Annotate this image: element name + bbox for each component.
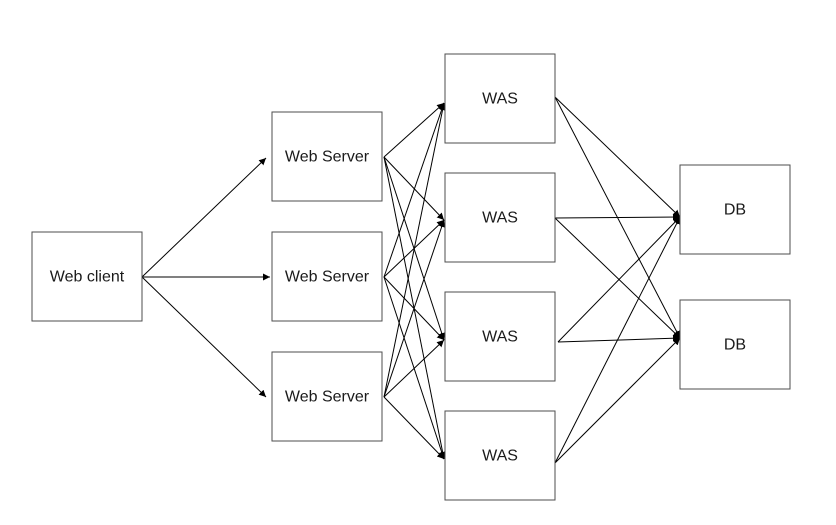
node-web-server-3-label: Web Server	[285, 389, 370, 406]
node-web-server-3[interactable]: Web Server	[271, 351, 383, 442]
node-web-server-2-label: Web Server	[285, 269, 370, 286]
node-was-1-label: WAS	[482, 91, 518, 108]
arrow-was4-to-db1	[554, 216, 681, 464]
node-was-4-label: WAS	[482, 448, 518, 465]
node-web-server-2-box	[271, 231, 383, 322]
node-web-server-3-box	[271, 351, 383, 442]
node-was-3-box	[444, 291, 556, 382]
node-was-2[interactable]: WAS	[444, 172, 556, 263]
node-was-4[interactable]: WAS	[444, 410, 556, 501]
arrow-ws3-to-was4	[383, 396, 445, 460]
node-was-4-box	[444, 410, 556, 501]
arrow-ws1-to-was1	[383, 102, 445, 158]
arrow-ws3-to-was1	[383, 102, 447, 398]
arrow-was2-to-db2	[554, 217, 681, 339]
node-web-server-2[interactable]: Web Server	[271, 231, 383, 322]
node-was-1-box	[444, 53, 556, 144]
node-db-2-label: DB	[724, 337, 746, 354]
node-web-server-1-label: Web Server	[285, 149, 370, 166]
arrow-was3-to-db1	[557, 216, 681, 343]
arrow-was4-to-db2	[554, 337, 681, 464]
node-db-1[interactable]: DB	[679, 164, 791, 255]
arrow-ws2-to-was1	[383, 102, 446, 278]
node-was-3[interactable]: WAS	[444, 291, 556, 382]
connection-arrows	[141, 96, 681, 464]
node-db-1-box	[679, 164, 791, 255]
node-db-2[interactable]: DB	[679, 299, 791, 390]
arrow-was1-to-db1	[554, 96, 681, 218]
arrow-was2-to-db1	[554, 213, 681, 221]
node-web-client-label: Web client	[50, 269, 125, 286]
node-was-3-label: WAS	[482, 329, 518, 346]
arrow-ws3-to-was3	[383, 339, 445, 398]
arrow-client-to-ws3	[141, 276, 267, 398]
node-web-client[interactable]: Web client	[31, 231, 143, 322]
arrow-was3-to-db2	[557, 334, 681, 343]
node-was-1[interactable]: WAS	[444, 53, 556, 144]
node-db-2-box	[679, 299, 791, 390]
node-web-server-1[interactable]: Web Server	[271, 111, 383, 202]
node-db-1-label: DB	[724, 202, 746, 219]
node-web-server-1-box	[271, 111, 383, 202]
node-web-client-box	[31, 231, 143, 322]
node-was-2-box	[444, 172, 556, 263]
node-was-2-label: WAS	[482, 210, 518, 227]
arrow-ws3-to-was2	[383, 219, 446, 398]
arrow-client-to-ws1	[141, 157, 267, 278]
